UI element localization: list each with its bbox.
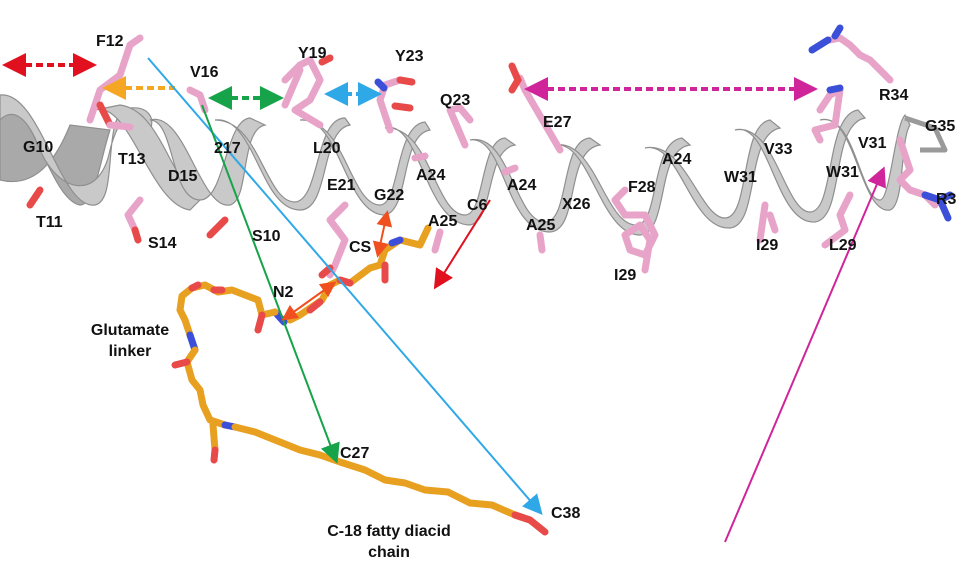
arrow-red-c6 xyxy=(433,199,491,290)
label-G35: G35 xyxy=(925,118,955,135)
residue-labels: F12 V16 Y19 Y23 Q23 E27 G10 T13 D15 217 … xyxy=(23,33,957,522)
label-F28: F28 xyxy=(628,179,656,196)
label-C38: C38 xyxy=(551,505,580,522)
label-S10: S10 xyxy=(252,228,281,245)
label-T11: T11 xyxy=(36,214,63,231)
label-E27: E27 xyxy=(543,114,572,131)
annotations: Glutamate linker C-18 fatty diacid chain xyxy=(91,322,451,561)
arrow-n2 xyxy=(281,281,337,321)
linker-label-line2: linker xyxy=(109,343,152,360)
label-X26: X26 xyxy=(562,196,591,213)
label-W31-1: W31 xyxy=(724,169,757,186)
label-V31: V31 xyxy=(858,135,887,152)
arrow-magenta-long xyxy=(724,166,886,543)
label-I29-1: I29 xyxy=(614,267,636,284)
label-Q23: Q23 xyxy=(440,92,470,109)
label-G22: G22 xyxy=(374,187,404,204)
label-T13: T13 xyxy=(118,151,146,168)
label-C27: C27 xyxy=(340,445,369,462)
label-Y19: Y19 xyxy=(298,45,327,62)
label-V33: V33 xyxy=(764,141,793,158)
label-F12: F12 xyxy=(96,33,124,50)
label-S14: S14 xyxy=(148,235,177,252)
label-A25-2: A25 xyxy=(526,217,555,234)
label-E21: E21 xyxy=(327,177,356,194)
label-R34: R34 xyxy=(879,87,908,104)
label-C6: C6 xyxy=(467,197,488,214)
lipidated-chain xyxy=(171,224,549,536)
label-V16: V16 xyxy=(190,64,219,81)
label-A24-1: A24 xyxy=(416,167,445,184)
chain-label-line1: C-18 fatty diacid xyxy=(327,523,451,540)
alpha-helix-ribbon xyxy=(0,94,948,236)
c-terminal-loop xyxy=(904,115,948,153)
arrow-green-long xyxy=(201,104,340,464)
label-A24-2: A24 xyxy=(507,177,536,194)
label-R36: R3 xyxy=(936,191,957,208)
label-L20: L20 xyxy=(313,140,341,157)
linker-label-line1: Glutamate xyxy=(91,322,169,339)
label-A24-3: A24 xyxy=(662,151,691,168)
interaction-arrows xyxy=(2,53,886,543)
label-Y23: Y23 xyxy=(395,48,424,65)
label-W31-2: W31 xyxy=(826,164,859,181)
label-I29-2: I29 xyxy=(756,237,778,254)
label-A25-1: A25 xyxy=(428,213,457,230)
label-G10: G10 xyxy=(23,139,53,156)
label-L29: L29 xyxy=(829,237,857,254)
label-N2: N2 xyxy=(273,284,294,301)
label-CS: CS xyxy=(349,239,372,256)
label-D15: D15 xyxy=(168,168,197,185)
side-chains xyxy=(26,24,954,279)
label-217: 217 xyxy=(214,140,241,157)
chain-label-line2: chain xyxy=(368,544,410,561)
arrow-cs-g22 xyxy=(372,210,393,258)
